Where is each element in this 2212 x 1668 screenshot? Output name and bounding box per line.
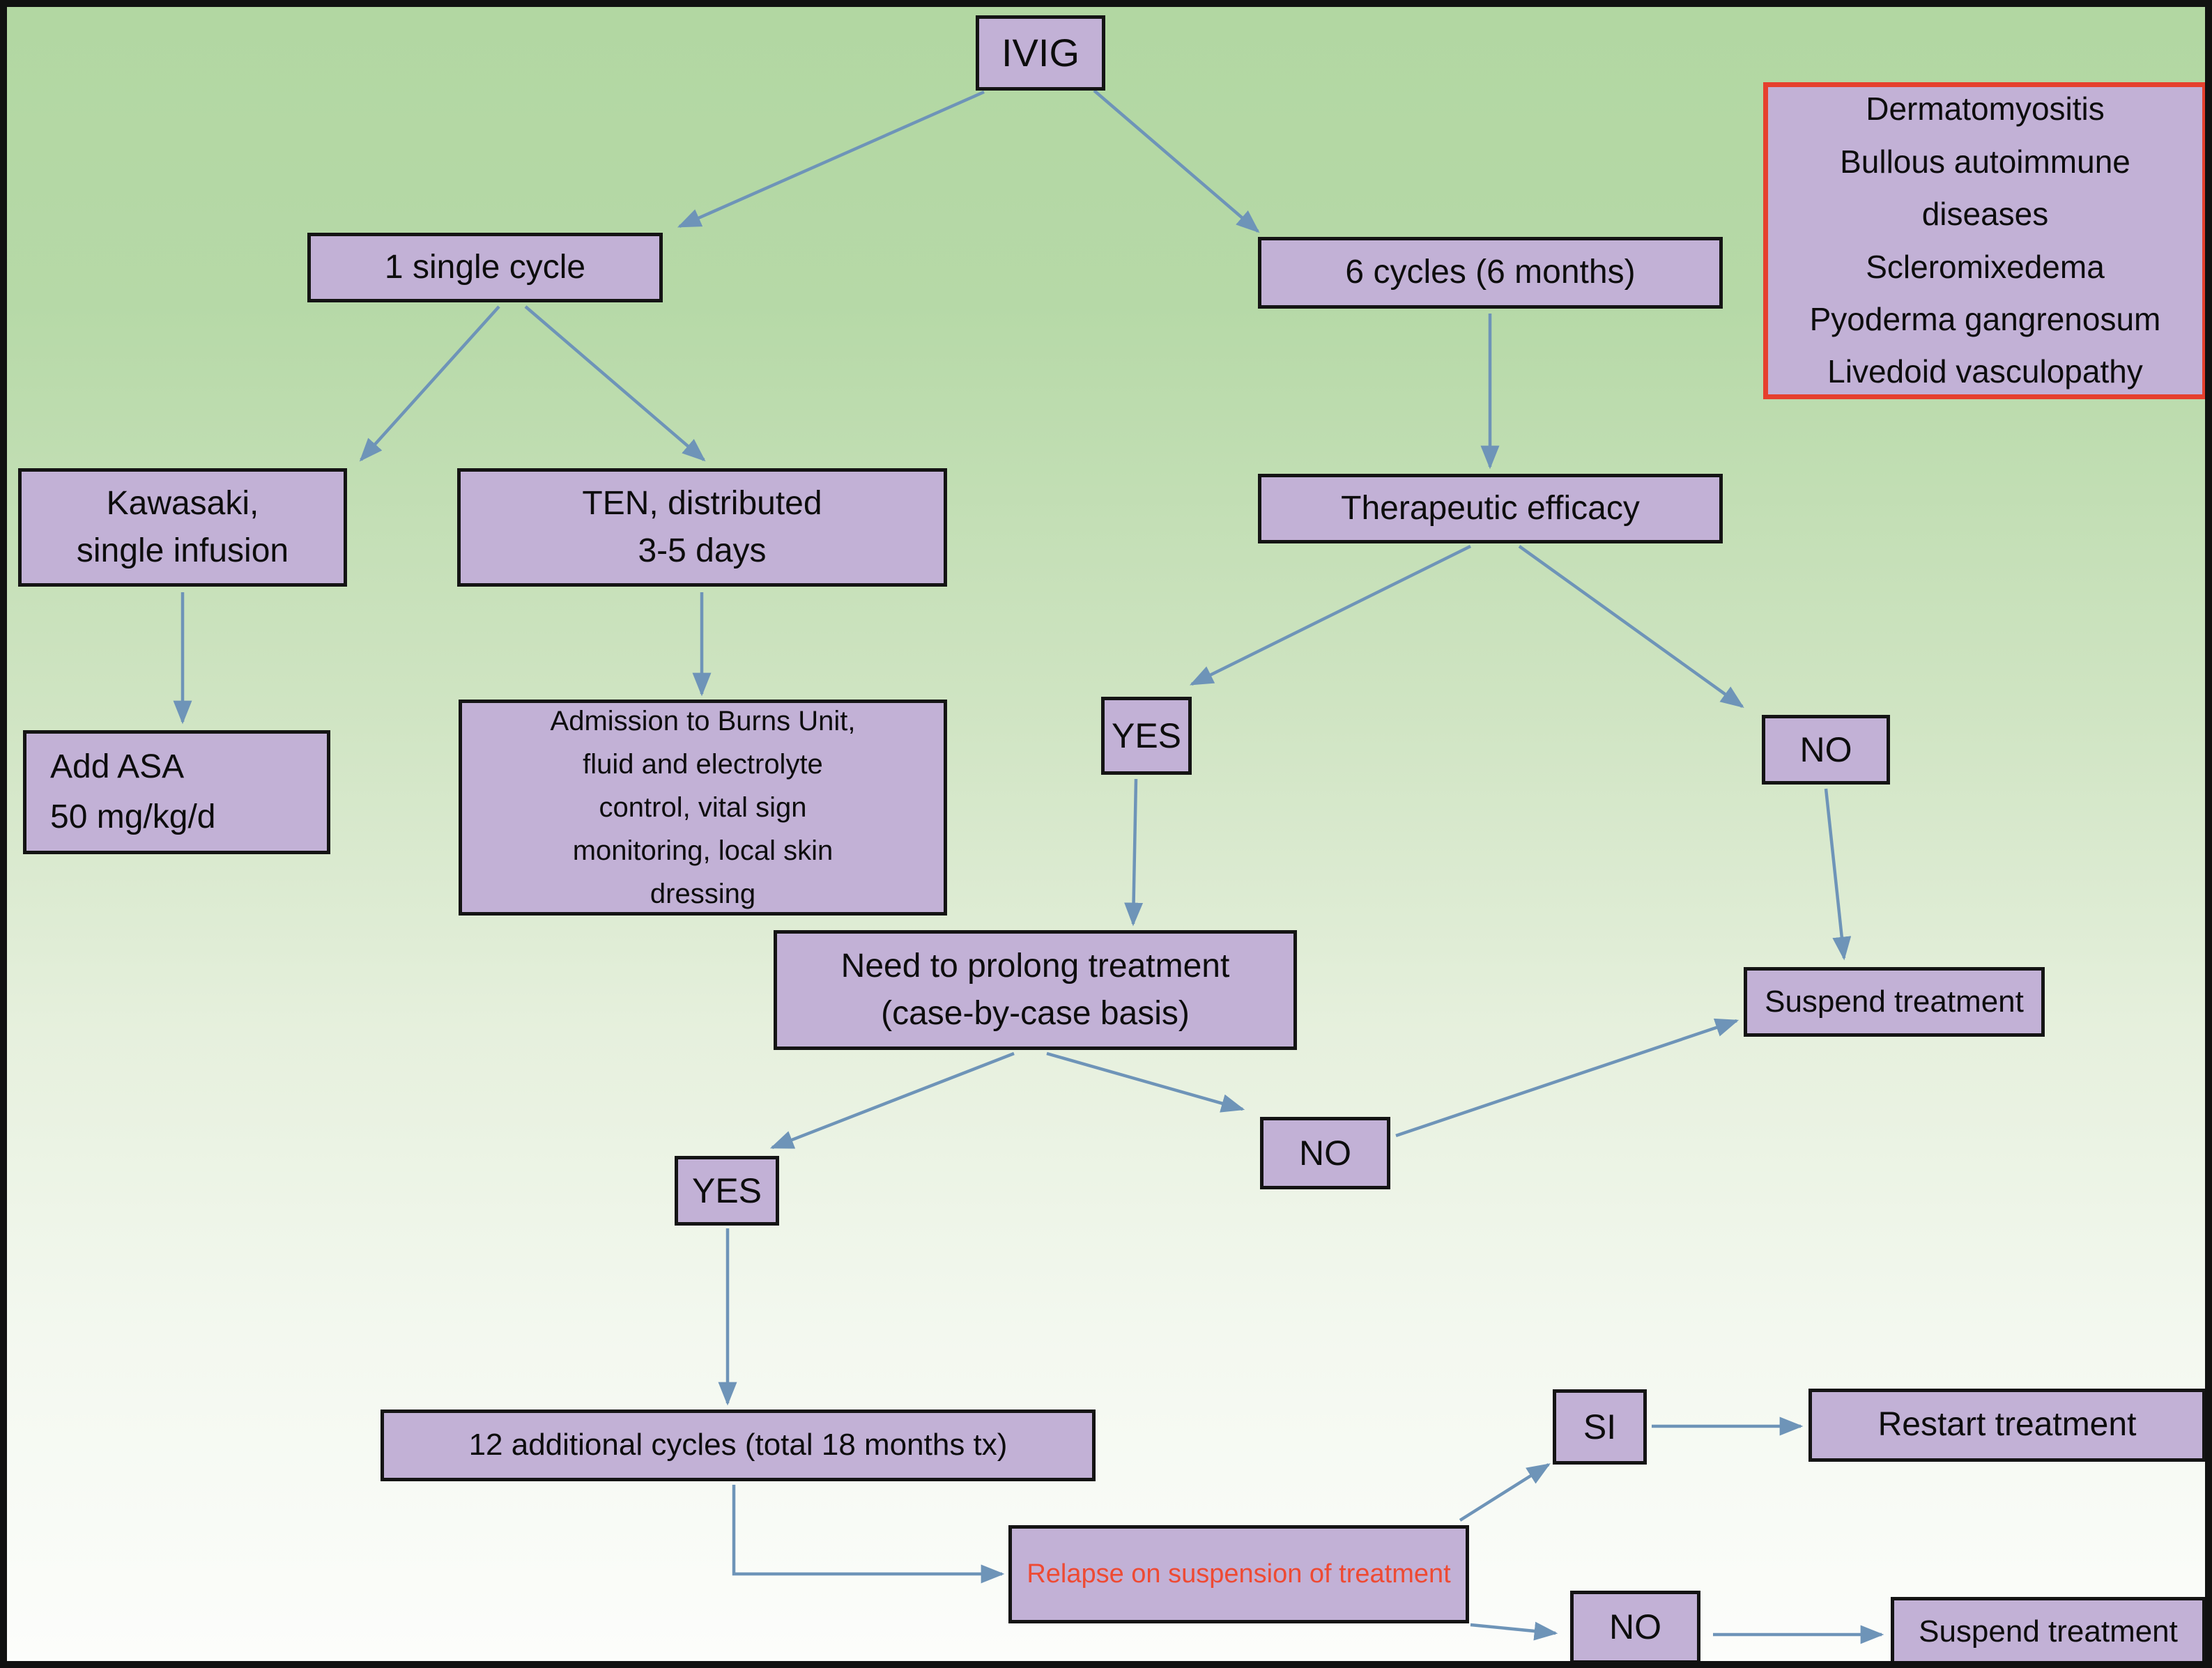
arrow-ivig-to-six-cycles [1093,89,1260,233]
node-restart-label: Restart treatment [1877,1406,2137,1444]
node-no-mid: NO [1260,1117,1390,1189]
node-ivig-label: IVIG [1001,31,1080,75]
node-suspend-right: Suspend treatment [1744,967,2045,1037]
arrow-nomid-to-suspend [1395,1018,1739,1138]
node-kawasaki-label: Kawasaki, single infusion [76,484,289,569]
node-need-prolong: Need to prolong treatment (case-by-case … [774,930,1297,1050]
arrow-prolong-to-no [1046,1051,1245,1113]
node-yes-bottom-label: YES [691,1171,762,1210]
arrow-relapse-to-nobottom [1470,1621,1558,1641]
arrow-single-to-ten [524,305,706,462]
arrow-efficacy-to-yes [1189,544,1471,686]
arrow-yes-to-prolong [1124,778,1144,927]
node-suspend-bottom-label: Suspend treatment [1919,1614,2178,1648]
node-no-bottom: NO [1570,1591,1700,1661]
node-yes-right-label: YES [1111,716,1182,755]
arrow-ivig-to-single-cycle [677,90,985,229]
arrow-single-to-kawasaki [359,305,500,462]
node-restart: Restart treatment [1808,1389,2205,1462]
node-add-asa: Add ASA 50 mg/kg/d [23,730,330,854]
flow-arrows [173,89,1884,1644]
node-therapeutic-efficacy: Therapeutic efficacy [1258,474,1723,543]
node-twelve-cycles-label: 12 additional cycles (total 18 months tx… [468,1428,1008,1462]
node-single-cycle-label: 1 single cycle [384,248,586,286]
node-suspend-right-label: Suspend treatment [1765,984,2024,1019]
node-ten: TEN, distributed 3-5 days [457,468,947,587]
arrow-no-to-suspend [1824,788,1852,961]
node-suspend-bottom: Suspend treatment [1891,1597,2205,1661]
node-admission: Admission to Burns Unit, fluid and elect… [459,700,947,916]
node-six-cycles-label: 6 cycles (6 months) [1345,254,1636,291]
node-need-prolong-label: Need to prolong treatment (case-by-case … [840,947,1230,1032]
node-add-asa-label: Add ASA 50 mg/kg/d [50,748,216,835]
node-single-cycle: 1 single cycle [307,233,663,302]
node-kawasaki: Kawasaki, single infusion [18,468,347,587]
node-no-mid-label: NO [1299,1133,1351,1173]
node-yes-right: YES [1101,697,1192,775]
arrow-efficacy-to-no [1518,545,1744,708]
arrow-twelve-to-relapse [732,1485,1005,1584]
node-no-bottom-label: NO [1609,1607,1661,1646]
node-indications: Dermatomyositis Bullous autoimmune disea… [1763,82,2205,399]
node-six-cycles: 6 cycles (6 months) [1258,237,1723,309]
node-yes-bottom: YES [675,1156,779,1226]
arrow-relapse-to-si [1459,1463,1551,1522]
node-si-label: SI [1583,1407,1617,1446]
arrow-prolong-to-yes [769,1051,1015,1150]
node-si: SI [1553,1389,1647,1465]
node-relapse: Relapse on suspension of treatment [1008,1525,1469,1623]
node-no-right-label: NO [1799,729,1852,769]
node-therapeutic-efficacy-label: Therapeutic efficacy [1341,489,1640,527]
node-twelve-cycles: 12 additional cycles (total 18 months tx… [381,1410,1096,1481]
node-ten-label: TEN, distributed 3-5 days [582,484,822,569]
node-no-right: NO [1762,715,1890,785]
node-indications-label: Dermatomyositis Bullous autoimmune disea… [1809,91,2161,390]
node-ivig: IVIG [976,15,1105,91]
node-relapse-label: Relapse on suspension of treatment [1027,1559,1451,1589]
node-admission-label: Admission to Burns Unit, fluid and elect… [550,706,856,909]
